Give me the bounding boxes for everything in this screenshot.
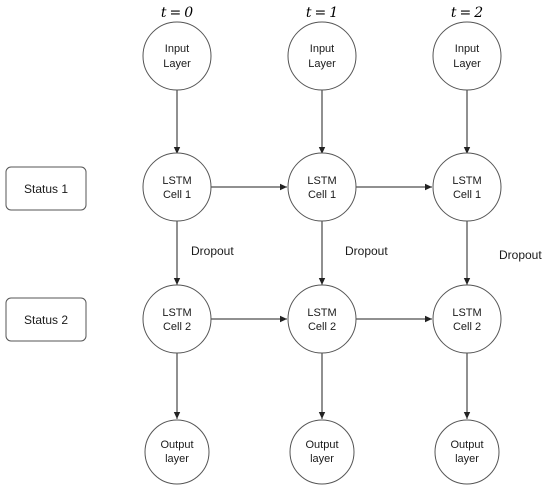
lstm-cell1-node-t2: LSTM Cell 1 [432, 152, 502, 222]
input-layer-node-t2: Input Layer [432, 21, 502, 91]
input-layer-node-t0: Input Layer [142, 21, 212, 91]
dropout-label-t2: Dropout [499, 248, 542, 262]
input-layer-label-line2: Layer [308, 58, 336, 70]
output-layer-label-line2: layer [455, 453, 479, 465]
lstm-cell2-label-line1: LSTM [452, 307, 481, 319]
status-1-label: Status 1 [24, 182, 68, 196]
lstm-cell1-label-line2: Cell 1 [163, 189, 191, 201]
input-layer-label-line2: Layer [163, 58, 191, 70]
lstm-cell2-label-line1: LSTM [162, 307, 191, 319]
output-layer-label-line2: layer [310, 453, 334, 465]
lstm-cell2-node-t0: LSTM Cell 2 [142, 284, 212, 354]
input-layer-label-line1: Input [165, 43, 189, 55]
lstm-cell1-label-line2: Cell 1 [453, 189, 481, 201]
time-label-2: t=2 [451, 5, 483, 21]
lstm-cell1-label-line2: Cell 1 [308, 189, 336, 201]
lstm-cell1-node-t1: LSTM Cell 1 [287, 152, 357, 222]
input-layer-node-t1: Input Layer [287, 21, 357, 91]
status-box-1: Status 1 [5, 166, 87, 211]
input-layer-label-line1: Input [455, 43, 479, 55]
lstm-cell1-label-line1: LSTM [307, 175, 336, 187]
input-layer-label-line1: Input [310, 43, 334, 55]
dropout-label-t1: Dropout [345, 244, 388, 258]
lstm-cell1-node-t0: LSTM Cell 1 [142, 152, 212, 222]
output-layer-label-line1: Output [305, 439, 338, 451]
lstm-cell2-label-line1: LSTM [307, 307, 336, 319]
output-layer-node-t2: Output layer [434, 419, 500, 485]
status-box-2: Status 2 [5, 297, 87, 342]
output-layer-label-line1: Output [450, 439, 483, 451]
lstm-cell1-label-line1: LSTM [452, 175, 481, 187]
status-2-label: Status 2 [24, 313, 68, 327]
time-label-0: t=0 [161, 5, 193, 21]
dropout-label-t0: Dropout [191, 244, 234, 258]
lstm-cell2-label-line2: Cell 2 [308, 321, 336, 333]
output-layer-label-line2: layer [165, 453, 189, 465]
input-layer-label-line2: Layer [453, 58, 481, 70]
lstm-cell2-label-line2: Cell 2 [163, 321, 191, 333]
output-layer-node-t0: Output layer [144, 419, 210, 485]
lstm-cell2-node-t2: LSTM Cell 2 [432, 284, 502, 354]
output-layer-node-t1: Output layer [289, 419, 355, 485]
time-label-1: t=1 [306, 5, 338, 21]
lstm-cell1-label-line1: LSTM [162, 175, 191, 187]
lstm-cell2-label-line2: Cell 2 [453, 321, 481, 333]
lstm-cell2-node-t1: LSTM Cell 2 [287, 284, 357, 354]
output-layer-label-line1: Output [160, 439, 193, 451]
